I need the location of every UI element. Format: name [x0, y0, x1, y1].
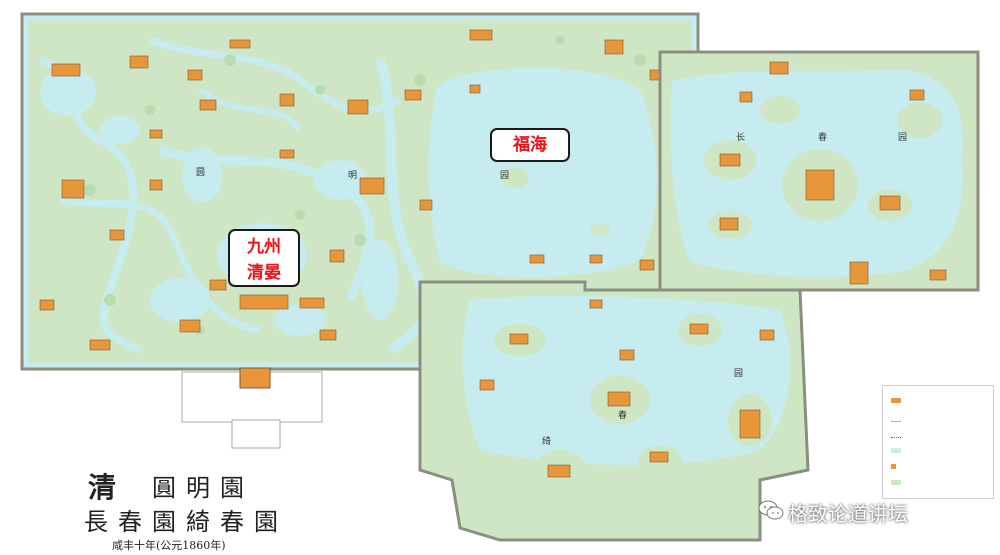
fuhai-label: 福海 [513, 135, 547, 155]
title-line-3: 咸丰十年(公元1860年) [112, 539, 226, 552]
yichunyuan-char-1: 绮 [542, 435, 551, 447]
yichunyuan-char-3: 园 [734, 368, 743, 379]
map-legend [882, 385, 994, 499]
jiuzhou-callout: 九州 清晏 [228, 229, 300, 287]
title-line-1: 圓明園 [152, 474, 254, 502]
jiuzhou-label-line1: 九州 [247, 237, 281, 257]
watermark-text: 格致论道讲坛 [788, 502, 908, 526]
changchunyuan-area: 长 春 园 [658, 50, 980, 292]
title-line-2: 長春園綺春園 [84, 508, 288, 536]
wechat-icon [758, 500, 784, 520]
title-qing: 清 [88, 471, 121, 504]
yuanmingyuan-char-1: 圆 [196, 167, 205, 178]
watermark: 格致论道讲坛 [758, 498, 908, 527]
changchunyuan-char-1: 长 [736, 131, 745, 143]
fuhai-callout: 福海 [490, 128, 570, 162]
changchunyuan-char-3: 园 [898, 132, 907, 143]
yichunyuan-area: 绮 春 园 [418, 280, 810, 542]
yuanmingyuan-area: 圆 明 园 [20, 12, 700, 371]
yuanmingyuan-char-2: 明 [348, 170, 357, 181]
yuanmingyuan-char-3: 园 [500, 170, 509, 181]
changchunyuan-char-2: 春 [818, 131, 827, 143]
yichunyuan-char-2: 春 [618, 409, 627, 421]
jiuzhou-label-line2: 清晏 [247, 263, 281, 283]
south-gate [181, 367, 323, 449]
